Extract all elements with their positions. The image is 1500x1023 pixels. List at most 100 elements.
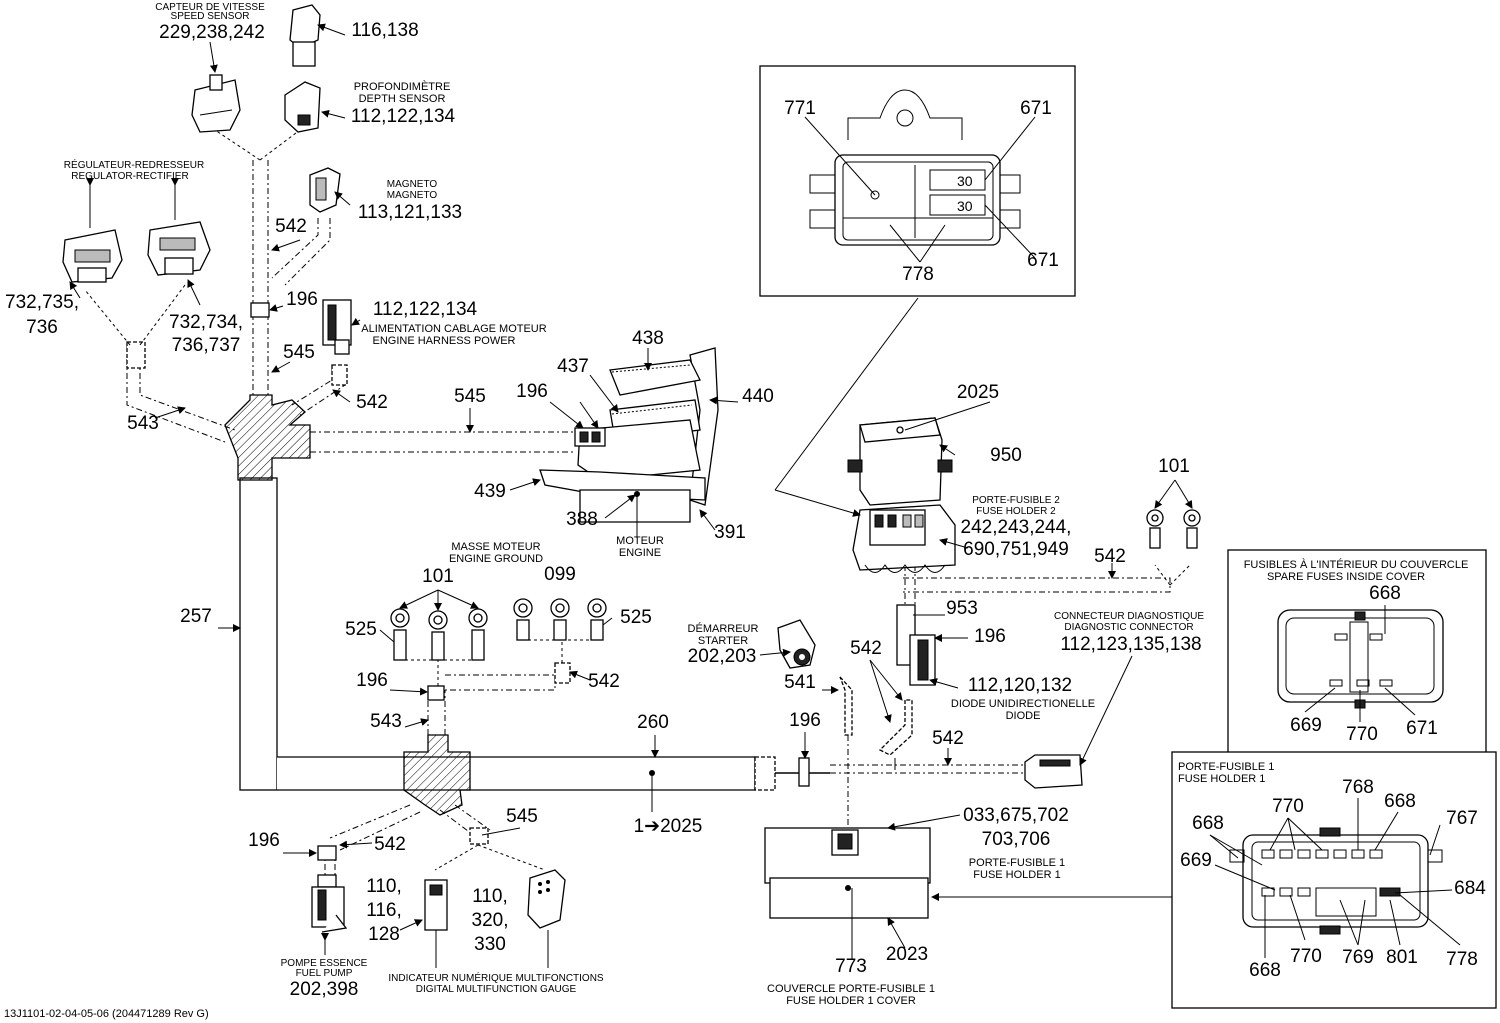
spare-770: 770 xyxy=(1346,724,1378,745)
label-196-e: 196 xyxy=(789,710,821,731)
diagnostic-en: DIAGNOSTIC CONNECTOR xyxy=(1064,622,1193,633)
label-196-f: 196 xyxy=(974,626,1006,647)
fuse-holder-2-refs-2: 690,751,949 xyxy=(963,539,1069,560)
label-525-a: 525 xyxy=(345,619,377,640)
engine-ground-rings xyxy=(390,598,607,661)
regulator-right-refs-2: 736,737 xyxy=(172,335,241,356)
label-545-a: 545 xyxy=(283,342,315,363)
inset-fuse-holder-2: 30 30 xyxy=(759,65,1076,297)
fuel-pump-connector xyxy=(311,874,348,933)
fh1-768: 768 xyxy=(1342,777,1374,798)
label-440: 440 xyxy=(742,386,774,407)
drawing-reference: 13J1101-02-04-05-06 (204471289 Rev G) xyxy=(4,1008,209,1020)
inset-778: 778 xyxy=(902,264,934,285)
label-545-c: 545 xyxy=(506,806,538,827)
gauge-a-refs-1: 110, xyxy=(366,876,402,897)
label-388: 388 xyxy=(566,509,598,530)
fuse-holder-2-fr: PORTE-FUSIBLE 2 xyxy=(972,495,1060,506)
label-541: 541 xyxy=(784,672,816,693)
fh1-668-c: 668 xyxy=(1249,960,1281,981)
label-196-a: 196 xyxy=(286,289,318,310)
engine-fr: MOTEUR xyxy=(616,535,664,547)
label-525-b: 525 xyxy=(620,607,652,628)
magneto-refs: 113,121,133 xyxy=(358,202,462,223)
engine-power-fr: ALIMENTATION CABLAGE MOTEUR xyxy=(361,323,546,335)
label-437: 437 xyxy=(557,356,589,377)
fh1-767: 767 xyxy=(1446,808,1478,829)
label-543-b: 543 xyxy=(370,711,402,732)
regulator-left-refs-2: 736 xyxy=(26,317,58,338)
fh1-668-a: 668 xyxy=(1384,791,1416,812)
engine-harness-power-connector xyxy=(322,299,352,355)
depth-sensor-fr: PROFONDIMÈTRE xyxy=(354,80,451,93)
magneto-connector xyxy=(309,167,341,213)
magneto-en: MAGNETO xyxy=(387,190,438,201)
label-196-d: 196 xyxy=(248,830,280,851)
fuse-holder-1-en: FUSE HOLDER 1 xyxy=(973,869,1060,881)
diode-fr: DIODE UNIDIRECTIONELLE xyxy=(951,698,1095,710)
fuse-holder-1-refs-1: 033,675,702 xyxy=(963,805,1069,826)
fuse-holder-1-box-en: FUSE HOLDER 1 xyxy=(1178,773,1265,785)
label-2025: 2025 xyxy=(957,382,999,403)
engine-ground-en: ENGINE GROUND xyxy=(449,553,543,565)
label-101-a: 101 xyxy=(422,566,454,587)
speed-sensor-fr: CAPTEUR DE VITESSE xyxy=(155,2,265,13)
engine-power-en: ENGINE HARNESS POWER xyxy=(372,335,515,347)
fuse-holder-2 xyxy=(852,504,956,573)
inset-spare-fuses xyxy=(1227,549,1487,754)
spare-668: 668 xyxy=(1369,583,1401,604)
gauge-fr: INDICATEUR NUMÉRIQUE MULTIFONCTIONS xyxy=(388,971,604,984)
svg-text:30: 30 xyxy=(957,173,973,189)
fuel-pump-fr: POMPE ESSENCE xyxy=(281,958,368,969)
starter-connector xyxy=(777,619,816,669)
label-545-b: 545 xyxy=(454,386,486,407)
gauge-a-refs-3: 128 xyxy=(368,924,400,945)
magneto-fr: MAGNETO xyxy=(387,179,438,190)
fuse-holder-1-fr: PORTE-FUSIBLE 1 xyxy=(969,857,1065,869)
fuse-holder-1-box-fr: PORTE-FUSIBLE 1 xyxy=(1178,761,1274,773)
diagnostic-fr: CONNECTEUR DIAGNOSTIQUE xyxy=(1054,611,1204,622)
ring-terminals-101 xyxy=(1146,509,1201,549)
label-196-b: 196 xyxy=(516,381,548,402)
connector-116-138 xyxy=(289,4,321,67)
inset-fuse-holder-1 xyxy=(1171,751,1497,1009)
depth-sensor-refs: 112,122,134 xyxy=(351,106,456,127)
label-542-e: 542 xyxy=(1094,546,1126,567)
regulator-en: REGULATOR-RECTIFIER xyxy=(71,171,188,182)
engine-ecm xyxy=(539,347,719,523)
diagnostic-refs: 112,123,135,138 xyxy=(1060,634,1201,655)
diode-refs: 112,120,132 xyxy=(968,675,1072,696)
fuse-holder-2-cover xyxy=(847,417,953,506)
fuse-holder-1 xyxy=(764,827,931,919)
speed-sensor-connector xyxy=(191,74,241,133)
diagnostic-connector xyxy=(1024,754,1083,789)
regulator-right-refs-1: 732,734, xyxy=(169,312,243,333)
gauge-connector-a xyxy=(424,879,448,931)
engine-en: ENGINE xyxy=(619,547,661,559)
gauge-b-refs-3: 330 xyxy=(474,934,506,955)
leader-lines xyxy=(69,23,1461,968)
label-543-a: 543 xyxy=(127,413,159,434)
label-438: 438 xyxy=(632,328,664,349)
fh1-778: 778 xyxy=(1446,949,1478,970)
starter-refs: 202,203 xyxy=(688,646,757,667)
spare-fuses-fr: FUSIBLES À L'INTÉRIEUR DU COUVERCLE xyxy=(1244,558,1469,571)
gauge-a-refs-2: 116, xyxy=(366,900,402,921)
label-196-c: 196 xyxy=(356,670,388,691)
speed-sensor-refs: 229,238,242 xyxy=(159,22,265,43)
fh1-801: 801 xyxy=(1386,947,1418,968)
label-260: 260 xyxy=(637,712,669,733)
label-1-to-2025: 1➔2025 xyxy=(634,816,703,837)
label-542-g: 542 xyxy=(932,728,964,749)
fuse-holder-1-refs-2: 703,706 xyxy=(982,829,1051,850)
fh1-684: 684 xyxy=(1454,878,1486,899)
label-257: 257 xyxy=(180,606,212,627)
regulator-connector-left xyxy=(62,229,123,283)
regulator-connector-right xyxy=(147,221,211,276)
diode-connector xyxy=(896,604,936,686)
inset-671-a: 671 xyxy=(1020,98,1052,119)
svg-text:30: 30 xyxy=(957,198,973,214)
label-099: 099 xyxy=(544,564,576,585)
speed-sensor-en: SPEED SENSOR xyxy=(171,11,250,22)
regulator-fr: RÉGULATEUR-REDRESSEUR xyxy=(64,158,204,171)
